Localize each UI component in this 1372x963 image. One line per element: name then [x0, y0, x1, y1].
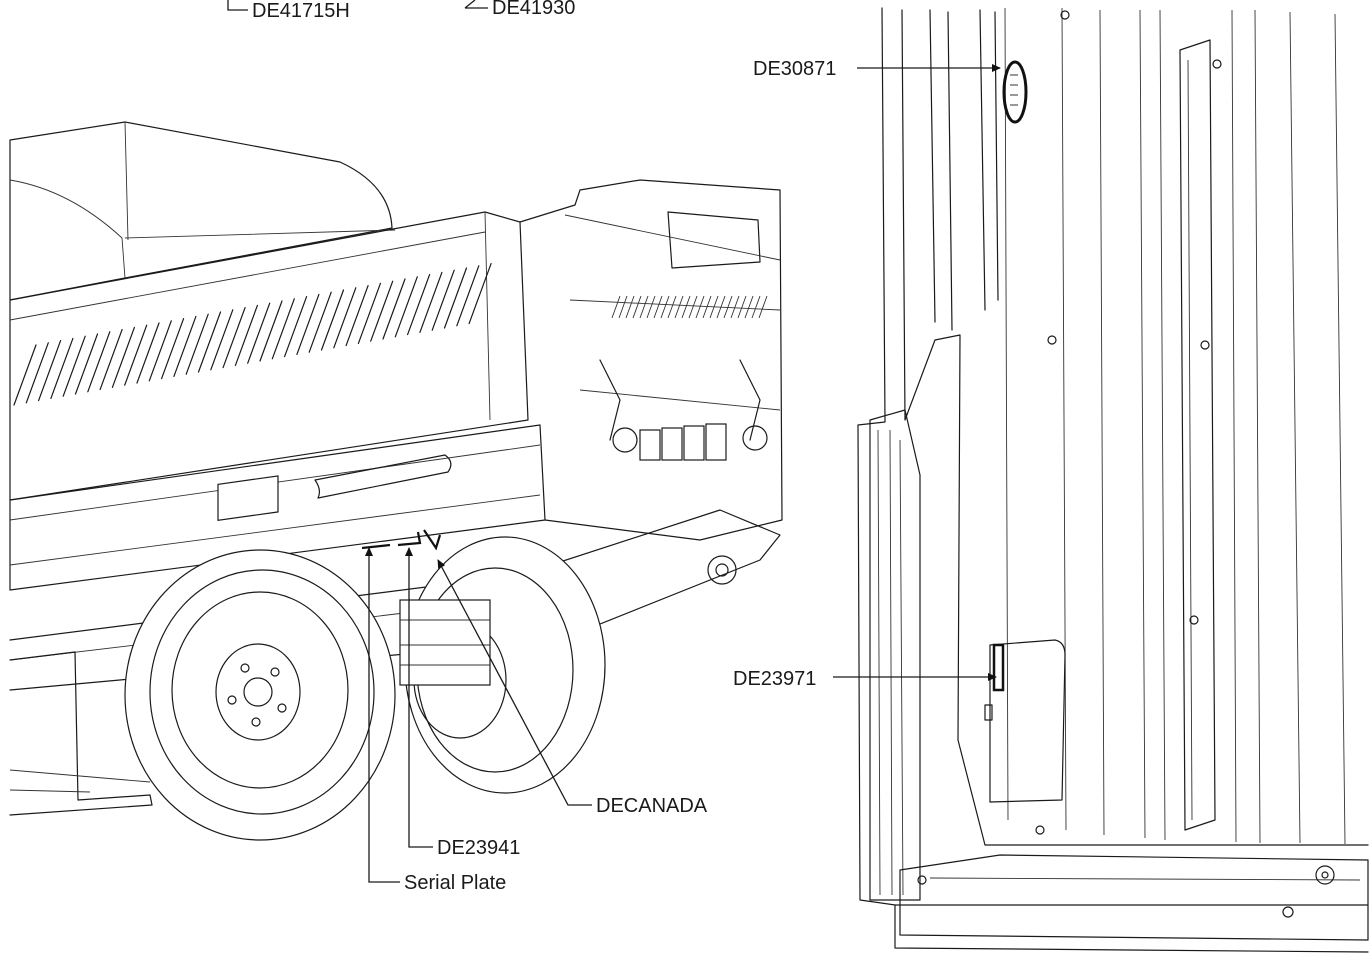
vent-slot [111, 326, 135, 388]
rear-section [519, 179, 783, 541]
cover-box [989, 639, 1066, 803]
hatch-line [730, 295, 740, 319]
vent-slot [210, 309, 234, 371]
vent-slot [345, 285, 369, 347]
vent-slot [271, 298, 295, 360]
vent-slot [456, 265, 480, 327]
hatch-line [681, 295, 691, 319]
hatch-line [744, 295, 754, 319]
logo-decal-side [314, 454, 452, 499]
hatch-line [646, 295, 656, 319]
hatch-line [695, 295, 705, 319]
callout-leaders [227, 0, 1001, 883]
vent-slot [87, 331, 111, 393]
vent-slot [136, 322, 160, 384]
hatch-line [688, 295, 698, 319]
de23941-mark [397, 531, 422, 547]
left-machine-view [9, 121, 783, 841]
track-assembly [9, 651, 153, 816]
vent-slot [13, 344, 37, 406]
label-de23971: DE23971 [733, 668, 816, 690]
rear-block-3 [683, 425, 705, 461]
hatch-line [611, 295, 621, 319]
vent-slot [357, 282, 381, 344]
label-de41930: DE41930 [492, 0, 575, 19]
hatch-line [758, 295, 768, 319]
vent-slot [419, 271, 443, 333]
front-wheel [124, 549, 396, 841]
vent-slot [38, 340, 62, 402]
hatch-line [723, 295, 733, 319]
vent-slot [431, 269, 455, 331]
vent-slot [370, 280, 394, 342]
hatch-line [618, 295, 628, 319]
vent-slot [50, 337, 74, 399]
vent-slot [62, 335, 86, 397]
vent-slot [99, 329, 123, 391]
hatch-line [702, 295, 712, 319]
vent-slot [407, 274, 431, 336]
hatch-line [667, 295, 677, 319]
label-serial-plate: Serial Plate [404, 872, 506, 894]
vent-slot [284, 296, 308, 358]
label-decanada: DECANADA [596, 795, 708, 817]
rear-wheel [399, 536, 606, 794]
vent-slot [185, 313, 209, 375]
vent-slot [222, 307, 246, 369]
vent-slot [197, 311, 222, 373]
vent-slot [173, 315, 197, 377]
vent-slot [308, 291, 332, 353]
right-panel-view [857, 7, 1369, 953]
tow-arm [9, 509, 781, 691]
hatch-line [716, 295, 726, 319]
hatch-line [625, 295, 635, 319]
hatch-line [674, 295, 684, 319]
label-de41715h: DE41715H [252, 0, 350, 22]
vent-slot [259, 300, 283, 362]
rear-block-4 [705, 423, 727, 461]
vent-slot [74, 333, 99, 395]
callout-labels: DE41715H DE41930 DE30871 DE23971 DECANAD… [252, 0, 836, 894]
vent-slot [468, 263, 492, 325]
de23971-decal [992, 643, 1005, 692]
main-body [9, 211, 529, 501]
hatch-line [653, 295, 663, 319]
panel-outer-frame [857, 7, 1369, 953]
vent-slot [148, 320, 172, 382]
rear-block-2 [661, 427, 683, 461]
hatch-line [737, 295, 747, 319]
vent-slot [296, 293, 320, 355]
vent-slot [333, 287, 357, 349]
bottom-bracket [899, 854, 1369, 941]
hatch-line [639, 295, 649, 319]
blank-decal-panel [217, 475, 279, 522]
hatch-line [751, 295, 761, 319]
vent-slot [247, 302, 271, 364]
vent-slot [394, 276, 418, 338]
hatch-line [660, 295, 670, 319]
hatch-line [632, 295, 642, 319]
vent-slot [234, 304, 258, 366]
label-de30871: DE30871 [753, 58, 836, 80]
vent-slot [382, 278, 406, 340]
vent-slot [320, 289, 345, 351]
vent-slot [124, 324, 148, 386]
label-de23941: DE23941 [437, 837, 520, 859]
hatch-line [709, 295, 719, 319]
vent-slot [161, 318, 185, 380]
de30871-decal [1002, 60, 1028, 124]
vent-slot [443, 267, 468, 329]
vent-slots [13, 263, 492, 406]
serial-plate-mark [361, 543, 391, 550]
hood-outline [9, 121, 393, 301]
vent-slot [25, 342, 49, 404]
decanada-mark [423, 529, 442, 551]
rear-block-1 [639, 429, 661, 461]
rear-hatching [611, 295, 768, 319]
logo-decal-rear [667, 211, 761, 269]
